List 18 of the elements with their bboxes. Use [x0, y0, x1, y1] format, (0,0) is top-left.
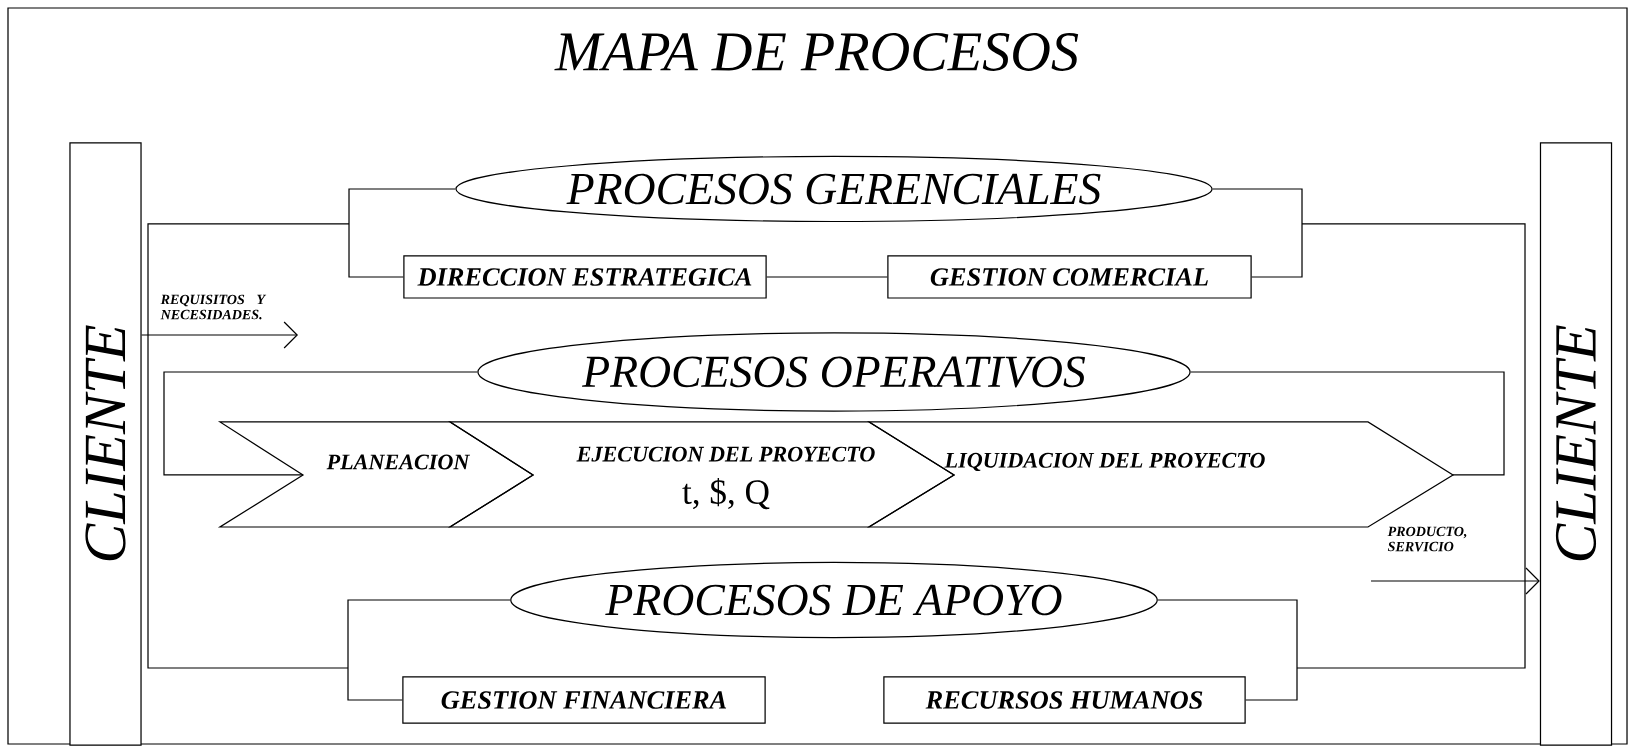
- client-box: CLIENTE: [69, 142, 142, 746]
- process-box: GESTION COMERCIAL: [887, 255, 1252, 299]
- connector-line: [348, 188, 456, 278]
- process-box: GESTION FINANCIERA: [402, 676, 766, 724]
- title: MAPA DE PROCESOS: [554, 33, 1079, 71]
- process-box: RECURSOS HUMANOS: [883, 676, 1246, 724]
- connector-line: [1157, 599, 1298, 701]
- arrow: [141, 321, 298, 349]
- connector-line: [347, 599, 511, 701]
- arrow: [1370, 567, 1540, 595]
- process-box: DIRECCION ESTRATEGICA: [403, 255, 767, 299]
- client-box: CLIENTE: [1539, 142, 1613, 746]
- connector-line: [1212, 188, 1303, 278]
- connector-line: [766, 276, 888, 278]
- chevron-step: PLANEACION: [217, 421, 535, 528]
- edge-label: PRODUCTO, SERVICIO: [1387, 526, 1467, 552]
- edge-label: REQUISITOS Y NECESIDADES.: [160, 294, 267, 320]
- connector-line: [1190, 371, 1505, 476]
